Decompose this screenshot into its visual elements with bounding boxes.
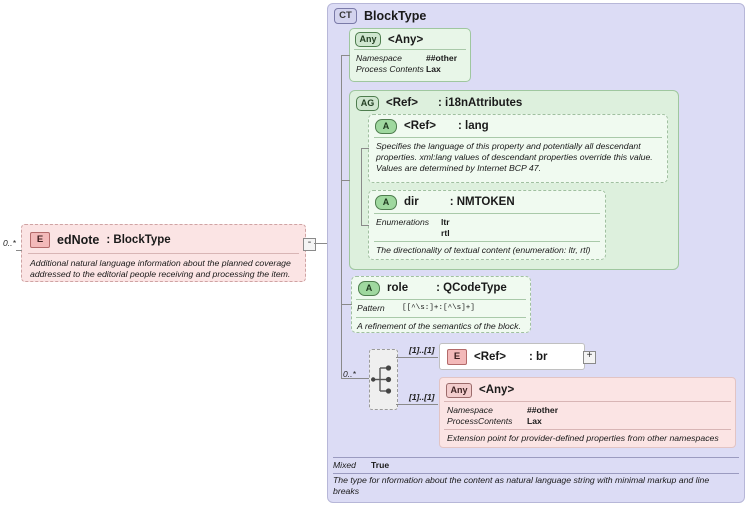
attr-dir-description: The directionality of textual content (e… [376, 245, 591, 255]
connector-line [314, 243, 328, 244]
choice-icon [371, 365, 392, 394]
mixed-row: Mixed True [333, 460, 733, 471]
attr-lang-description: Specifies the language of this property … [376, 141, 653, 173]
connector-branch-role [341, 304, 352, 305]
choice-branch2-cardinality: [1]..[1] [409, 392, 435, 402]
connector-spine [341, 55, 342, 378]
any-icon: Any [355, 32, 381, 47]
any-icon: Any [446, 382, 472, 398]
divider [374, 213, 600, 214]
footer-divider-top [333, 457, 739, 458]
divider [354, 49, 466, 50]
blocktype-name: BlockType [364, 8, 427, 23]
choice-branch1-cardinality: [1]..[1] [409, 345, 435, 355]
ednote-type: : BlockType [106, 233, 171, 246]
br-ref: <Ref> [474, 351, 506, 363]
choice-cardinality: 0..* [343, 369, 356, 379]
ednote-element-box[interactable]: E edNote : BlockType Additional natural … [21, 224, 306, 282]
any-bottom-name: <Any> [479, 384, 515, 396]
mixed-label: Mixed [333, 460, 356, 470]
divider [374, 241, 600, 242]
divider [374, 137, 662, 138]
connector-branch-dir [361, 225, 369, 226]
attr-role-type: : QCodeType [436, 282, 507, 294]
attr-role-props: Pattern[[^\s:]+:[^\s]+] [357, 303, 475, 313]
ednote-collapse-toggle[interactable]: - [303, 238, 316, 251]
footer-divider-bottom [333, 473, 739, 474]
attribute-icon: A [375, 194, 397, 210]
ednote-cardinality: 0..* [3, 238, 16, 248]
connector-choice-out-bottom [396, 404, 438, 405]
any-top-name: <Any> [388, 33, 424, 46]
divider [444, 401, 731, 402]
element-icon: E [447, 349, 467, 365]
attrgroup-ref: <Ref> [386, 97, 418, 109]
connector-branch-any [341, 55, 350, 56]
attr-role-description: A refinement of the semantics of the blo… [357, 320, 521, 331]
any-bottom-description: Extension point for provider-defined pro… [447, 433, 719, 443]
br-type: : br [528, 351, 548, 363]
connector-branch-lang [361, 148, 369, 149]
mixed-value: True [371, 460, 390, 470]
element-icon: E [30, 231, 50, 248]
br-element-box[interactable]: E <Ref> : br [439, 343, 585, 370]
blocktype-description: The type for nformation about the conten… [333, 475, 710, 496]
connector-choice-out-top [396, 357, 438, 358]
br-expand-toggle[interactable]: + [583, 351, 596, 364]
choice-node[interactable] [369, 349, 398, 410]
any-bottom-box[interactable]: Any <Any> Namespace##other ProcessConten… [439, 377, 736, 448]
attr-dir-name: dir [404, 196, 419, 208]
attr-role-name: role [387, 282, 409, 294]
connector-branch-ag [341, 180, 350, 181]
blocktype-title-row: CT BlockType [334, 6, 426, 25]
divider [356, 299, 526, 300]
attr-dir-type: : NMTOKEN [449, 196, 515, 208]
connector-branch-choice [341, 378, 369, 379]
attr-lang-ref: <Ref> [404, 120, 436, 132]
complextype-icon: CT [334, 7, 357, 24]
connector-line [16, 250, 22, 251]
divider [356, 316, 526, 318]
attr-role-box[interactable]: A role : QCodeType Pattern[[^\s:]+:[^\s]… [351, 276, 531, 333]
ednote-name: edNote [57, 232, 100, 247]
attribute-group-icon: AG [356, 95, 379, 111]
attrgroup-type: : i18nAttributes [437, 97, 523, 109]
attr-lang-type: : lang [457, 120, 489, 132]
divider [28, 253, 299, 254]
any-top-box[interactable]: Any <Any> Namespace##other Process Conte… [349, 28, 471, 82]
connector-spine-inner [361, 148, 362, 225]
divider [444, 429, 731, 430]
attr-lang-box[interactable]: A <Ref> : lang Specifies the language of… [368, 114, 668, 183]
attribute-icon: A [375, 118, 397, 134]
attribute-icon: A [358, 280, 380, 296]
ednote-description: Additional natural language information … [30, 258, 291, 279]
